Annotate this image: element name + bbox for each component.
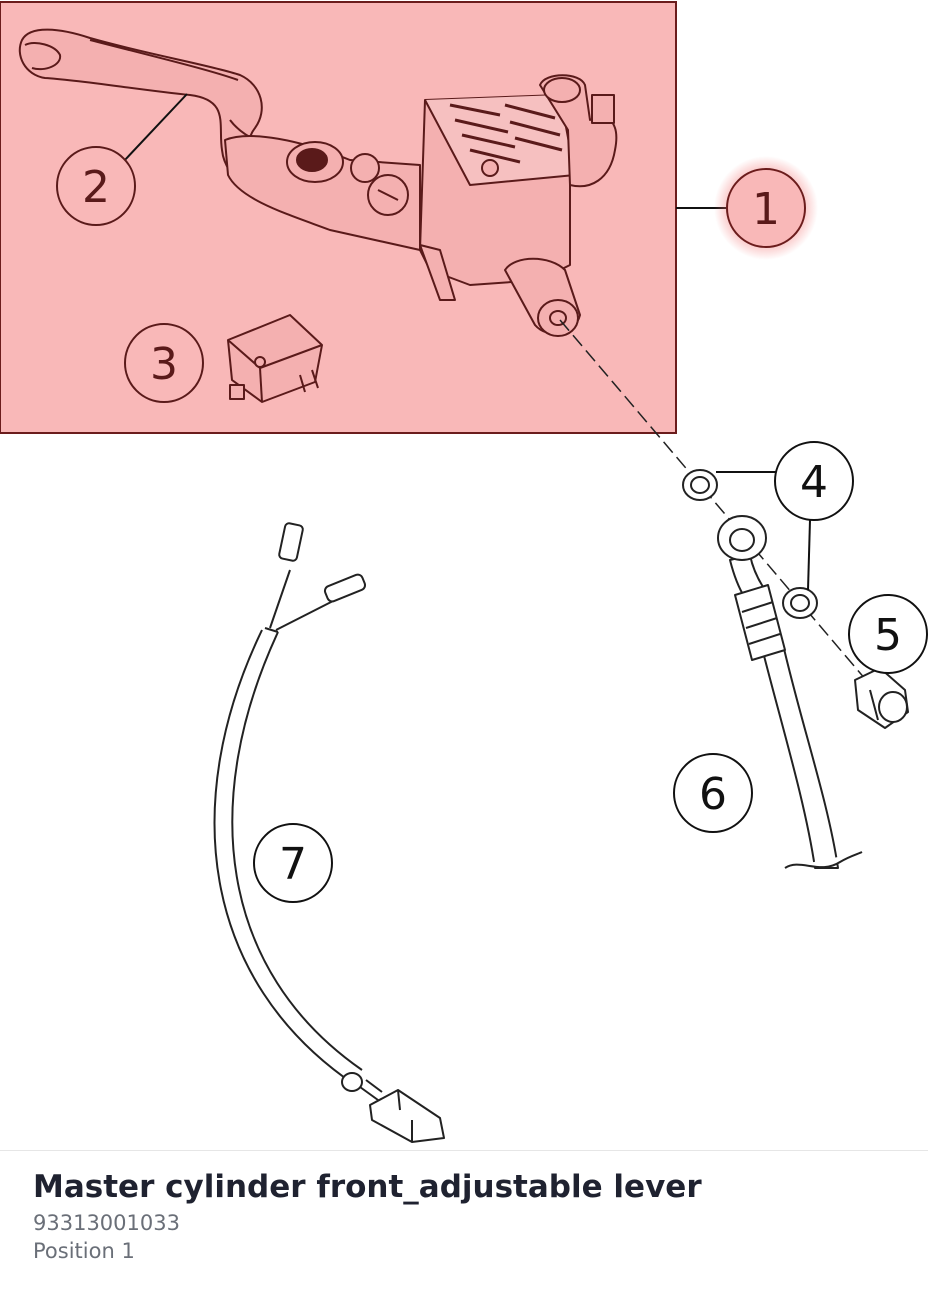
callout-2[interactable]: 2 <box>56 146 136 226</box>
callout-3[interactable]: 3 <box>124 323 204 403</box>
brake-light-switch-drawing <box>227 314 323 403</box>
callout-3-label: 3 <box>150 339 178 390</box>
leader-lines <box>122 93 811 591</box>
callout-4-label: 4 <box>800 457 828 508</box>
part-number: 93313001033 <box>33 1211 180 1235</box>
callout-1-label: 1 <box>752 184 780 235</box>
callout-5-label: 5 <box>874 610 902 661</box>
washers-drawing <box>682 469 818 619</box>
callout-7-label: 7 <box>279 839 307 890</box>
callout-6[interactable]: 6 <box>673 753 753 833</box>
callout-2-label: 2 <box>82 162 110 213</box>
banjo-bolt-drawing <box>854 667 909 729</box>
callout-4[interactable]: 4 <box>774 441 854 521</box>
brake-line-drawing <box>717 515 863 869</box>
callout-6-label: 6 <box>699 769 727 820</box>
callout-7[interactable]: 7 <box>253 823 333 903</box>
part-info-panel: Master cylinder front_adjustable lever 9… <box>0 1150 928 1290</box>
part-position: Position 1 <box>33 1239 135 1263</box>
callout-1[interactable]: 1 <box>714 156 818 260</box>
part-title: Master cylinder front_adjustable lever <box>33 1169 702 1205</box>
parts-diagram: 1 2 3 4 5 6 7 <box>0 1 928 1143</box>
wiring-harness-drawing <box>213 522 445 1143</box>
callout-5[interactable]: 5 <box>848 594 928 674</box>
master-cylinder-drawing <box>224 74 618 337</box>
